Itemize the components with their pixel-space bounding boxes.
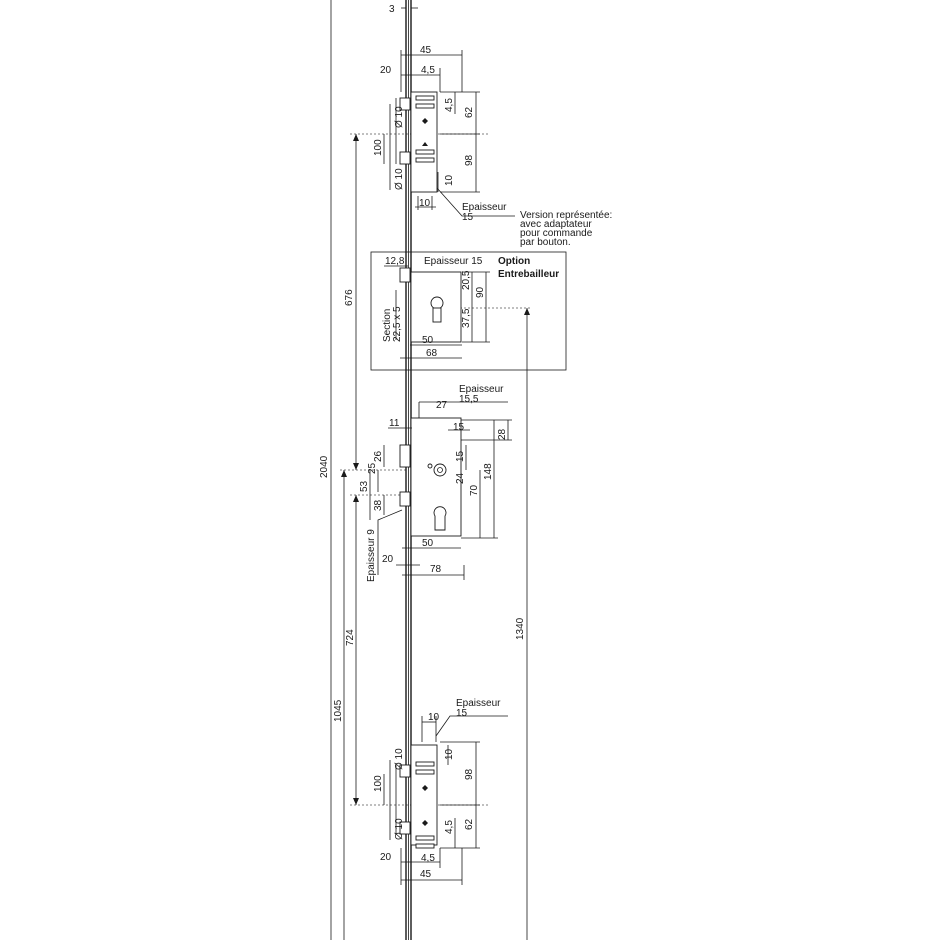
dim-676: 676 [344, 289, 355, 306]
dim-4-5-top: 4,5 [421, 65, 435, 76]
dim-20-5: 20,5 [461, 270, 472, 290]
dim-4-5-bot: 4,5 [421, 853, 435, 864]
dim-10-v-bot: 10 [444, 748, 455, 760]
dim-53: 53 [359, 480, 370, 492]
dim-15-v: 15 [455, 450, 466, 462]
label-epaisseur-9: Epaisseur 9 [366, 529, 377, 582]
dim-2040: 2040 [319, 455, 330, 478]
option-entrebailleur-box [370, 251, 567, 371]
dim-62-bot: 62 [464, 818, 475, 830]
dim-50-option: 50 [422, 335, 434, 346]
label-epaisseur-option: Epaisseur 15 [424, 256, 483, 267]
dimension-labels: 3 45 20 4,5 4,5 62 Ø 10 100 98 Ø 10 10 1… [319, 4, 526, 880]
dim-dia-10-a: Ø 10 [394, 106, 405, 128]
dim-dia-10-c: Ø 10 [394, 748, 405, 770]
dim-50-mid: 50 [422, 538, 434, 549]
main-lock-case [369, 401, 512, 580]
label-epaisseur-mid: Epaisseur [459, 384, 504, 395]
dim-12-8: 12,8 [385, 256, 405, 267]
dim-27: 27 [436, 400, 448, 411]
dim-100-top: 100 [373, 139, 384, 156]
dim-38: 38 [373, 499, 384, 511]
top-bolt-assembly [383, 50, 515, 217]
dim-78: 78 [430, 564, 442, 575]
dim-4-5-side-bot: 4,5 [444, 820, 455, 834]
dim-1340: 1340 [515, 617, 526, 640]
label-epaisseur-top-value: 15 [462, 212, 474, 223]
dim-28: 28 [497, 428, 508, 440]
label-section-size: 22,5 x 5 [392, 306, 403, 342]
dim-37-5: 37,5 [461, 308, 472, 328]
label-epaisseur-bot-value: 15 [456, 708, 468, 719]
dim-11: 11 [389, 418, 400, 429]
dim-20-top: 20 [380, 65, 392, 76]
dim-25: 25 [367, 462, 378, 474]
dim-45-bot: 45 [420, 869, 432, 880]
dim-100-bot: 100 [373, 775, 384, 792]
label-entrebailleur: Entrebailleur [498, 269, 559, 280]
label-version-line-4: par bouton. [520, 237, 571, 248]
label-version-line-1: Version représentée: [520, 210, 612, 221]
dim-62-top: 62 [464, 106, 475, 118]
label-epaisseur-bot: Epaisseur [456, 698, 501, 709]
dim-10-h-bot: 10 [428, 712, 440, 723]
dim-1045: 1045 [333, 699, 344, 722]
dim-15-h: 15 [453, 422, 465, 433]
dim-98-bot: 98 [464, 768, 475, 780]
dim-4-5-side-top: 4,5 [444, 98, 455, 112]
dim-68: 68 [426, 348, 438, 359]
dim-70: 70 [469, 484, 480, 496]
dim-90: 90 [475, 286, 486, 298]
label-section: Section [382, 309, 393, 342]
annotation-labels: Epaisseur 15 Version représentée: avec a… [366, 202, 612, 719]
dim-10-h-top: 10 [419, 198, 431, 209]
label-version-line-3: pour commande [520, 228, 593, 239]
label-option: Option [498, 256, 530, 267]
bottom-bolt-assembly [383, 715, 508, 885]
dim-724: 724 [345, 629, 356, 646]
dim-3: 3 [389, 4, 395, 15]
label-epaisseur-mid-value: 15,5 [459, 394, 479, 405]
label-version-line-2: avec adaptateur [520, 219, 592, 230]
dim-148: 148 [483, 463, 494, 480]
dim-dia-10-b: Ø 10 [394, 168, 405, 190]
dim-45-top: 45 [420, 45, 432, 56]
dim-10-v-top: 10 [444, 174, 455, 186]
dim-98-top: 98 [464, 154, 475, 166]
dim-26: 26 [373, 450, 384, 462]
dim-24: 24 [455, 472, 466, 484]
label-epaisseur-top: Epaisseur [462, 202, 507, 213]
dim-dia-10-d: Ø 10 [394, 818, 405, 840]
dim-20-mid: 20 [382, 554, 394, 565]
dim-20-bot: 20 [380, 852, 392, 863]
